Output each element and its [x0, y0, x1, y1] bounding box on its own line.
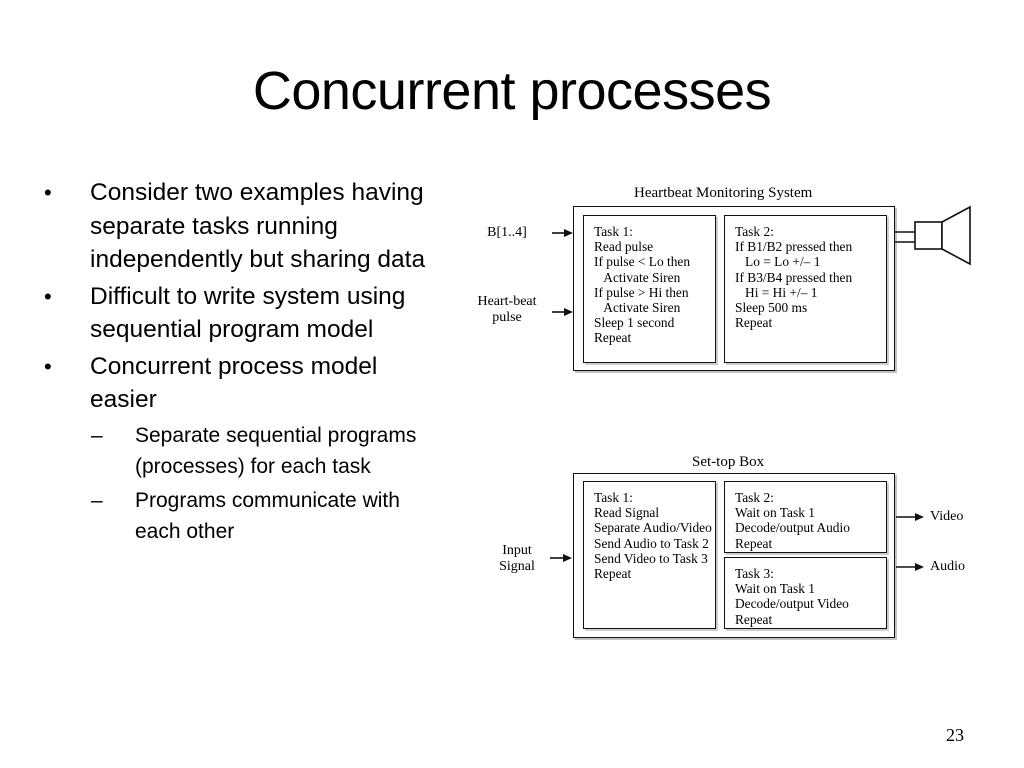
list-item-label: Programs communicate with each other	[135, 488, 400, 543]
bullet-marker-icon: •	[44, 353, 52, 379]
list-item-label: Concurrent process model easier	[90, 352, 378, 414]
input-label-buttons: B[1..4]	[487, 225, 527, 240]
page-title: Concurrent processes	[252, 61, 772, 121]
diagram-title: Set-top Box	[692, 454, 765, 470]
task-3-box: Task 3: Wait on Task 1 Decode/output Vid…	[724, 557, 887, 629]
list-item: – Separate sequential programs (processe…	[44, 420, 444, 482]
list-item: • Difficult to write system using sequen…	[44, 280, 444, 347]
speaker-icon	[914, 205, 971, 266]
settop-connector-arrows	[550, 513, 924, 571]
output-label-video: Video	[930, 509, 964, 524]
list-item-label: Difficult to write system using sequenti…	[90, 282, 406, 344]
list-item: • Concurrent process model easier	[44, 350, 444, 417]
bullet-list: • Consider two examples having separate …	[44, 176, 444, 550]
heartbeat-connector-arrows	[552, 229, 916, 316]
task-2-text: Task 2: If B1/B2 pressed then Lo = Lo +/…	[735, 224, 853, 331]
bullet-marker-icon: •	[44, 180, 52, 205]
list-item: – Programs communicate with each other	[44, 485, 444, 547]
list-item-label: Consider two examples having separate ta…	[90, 179, 426, 273]
input-label-input-signal: Input Signal	[499, 543, 535, 574]
dash-marker-icon: –	[91, 488, 103, 512]
heartbeat-monitoring-diagram: Heartbeat Monitoring System Task 1: Read…	[460, 186, 980, 381]
diagram-title: Heartbeat Monitoring System	[634, 185, 813, 201]
task-3-text: Task 3: Wait on Task 1 Decode/output Vid…	[735, 566, 849, 627]
task-1-text: Task 1: Read Signal Separate Audio/Video…	[594, 490, 712, 582]
list-item: • Consider two examples having separate …	[44, 176, 444, 277]
task-1-box: Task 1: Read Signal Separate Audio/Video…	[583, 481, 716, 629]
task-2-text: Task 2: Wait on Task 1 Decode/output Aud…	[735, 490, 850, 551]
output-label-audio: Audio	[930, 559, 965, 574]
task-1-text: Task 1: Read pulse If pulse < Lo then Ac…	[594, 224, 691, 346]
page-number: 23	[946, 725, 964, 745]
bullet-marker-icon: •	[44, 283, 52, 309]
task-2-box: Task 2: Wait on Task 1 Decode/output Aud…	[724, 481, 887, 553]
dash-marker-icon: –	[91, 423, 103, 447]
set-top-box-diagram: Set-top Box Task 1: Read Signal Separate…	[460, 455, 990, 645]
task-2-box: Task 2: If B1/B2 pressed then Lo = Lo +/…	[724, 215, 887, 363]
list-item-label: Separate sequential programs (processes)…	[135, 423, 417, 478]
task-1-box: Task 1: Read pulse If pulse < Lo then Ac…	[583, 215, 716, 363]
input-label-heartbeat-pulse: Heart-beat pulse	[477, 294, 537, 325]
